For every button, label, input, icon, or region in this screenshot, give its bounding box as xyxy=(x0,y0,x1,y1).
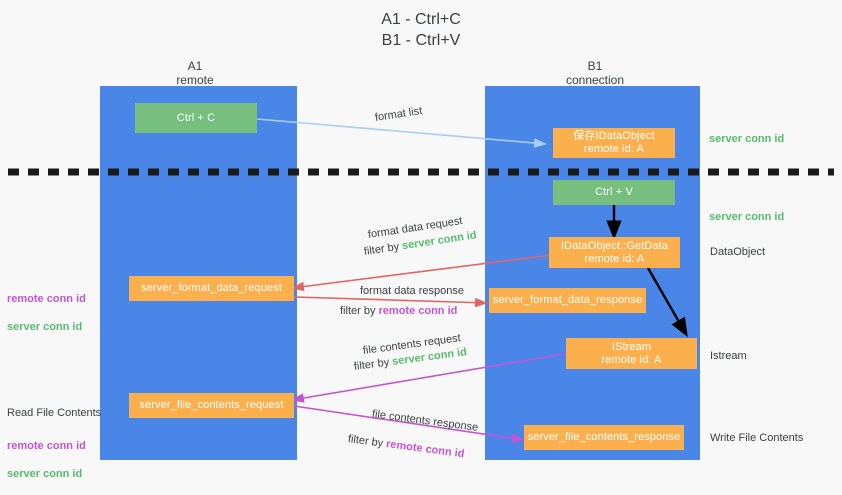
left-note-remote-conn-id: remote conn id xyxy=(7,440,86,452)
lane-a1-sub: remote xyxy=(176,73,214,87)
filter-prefix: filter by xyxy=(363,240,403,258)
lane-b1-name: B1 xyxy=(587,59,603,73)
right-note-istream: Istream xyxy=(710,350,747,362)
edge-label-file-contents-response-filter: filter by remote conn id xyxy=(347,432,465,461)
edge-label-format-data-response: format data response xyxy=(360,285,464,297)
filter-prefix: filter by xyxy=(340,305,379,317)
left-note-conn-pair-top: remote conn id server conn id xyxy=(7,278,86,348)
node-idataobject-getdata[interactable]: IDataObject::GetData remote id: A xyxy=(549,237,680,268)
filter-prefix: filter by xyxy=(353,356,393,373)
node-save-idataobject[interactable]: 保存IDataObject remote id: A xyxy=(553,128,675,158)
right-note-dataobject: DataObject xyxy=(710,246,766,258)
node-server-file-contents-request[interactable]: server_file_contents_request xyxy=(129,393,294,418)
lane-header-b1: B1 connection xyxy=(540,59,650,87)
node-ctrl-v[interactable]: Ctrl + V xyxy=(553,180,675,205)
node-server-file-contents-response[interactable]: server_file_contents_response xyxy=(524,425,684,450)
edge-label-file-contents-response: file contents response xyxy=(371,408,479,434)
lane-header-a1: A1 remote xyxy=(140,59,250,87)
right-note-server-conn-id-top: server conn id xyxy=(709,133,785,145)
page-title: A1 - Ctrl+C B1 - Ctrl+V xyxy=(381,11,461,49)
right-note-server-conn-id-mid: server conn id xyxy=(709,211,785,223)
diagram-canvas: A1 - Ctrl+C B1 - Ctrl+V A1 remote B1 con… xyxy=(7,11,834,480)
left-note-server-conn-id: server conn id xyxy=(7,321,83,333)
left-note-remote-conn-id: remote conn id xyxy=(7,293,86,305)
node-server-format-data-response[interactable]: server_format_data_response xyxy=(489,288,646,313)
left-note-server-conn-id: server conn id xyxy=(7,468,83,480)
lane-a1-name: A1 xyxy=(187,59,203,73)
node-server-format-data-request[interactable]: server_format_data_request xyxy=(129,276,294,301)
left-note-read-file-contents: Read File Contents xyxy=(7,407,102,419)
filter-prefix: filter by xyxy=(347,433,387,450)
edge-label-format-list: format list xyxy=(374,105,424,124)
node-ctrl-c[interactable]: Ctrl + C xyxy=(135,103,257,133)
edge-label-format-data-response-filter: filter by remote conn id xyxy=(340,304,457,318)
filter-token-remote-conn-id: remote conn id xyxy=(385,438,466,461)
filter-token-remote-conn-id: remote conn id xyxy=(378,305,458,317)
lane-b1-sub: connection xyxy=(565,73,625,87)
left-note-read-file-contents-block: Read File Contents remote conn id server… xyxy=(7,392,101,495)
right-note-write-file-contents: Write File Contents xyxy=(710,432,804,444)
node-istream[interactable]: IStream remote id: A xyxy=(566,338,697,369)
